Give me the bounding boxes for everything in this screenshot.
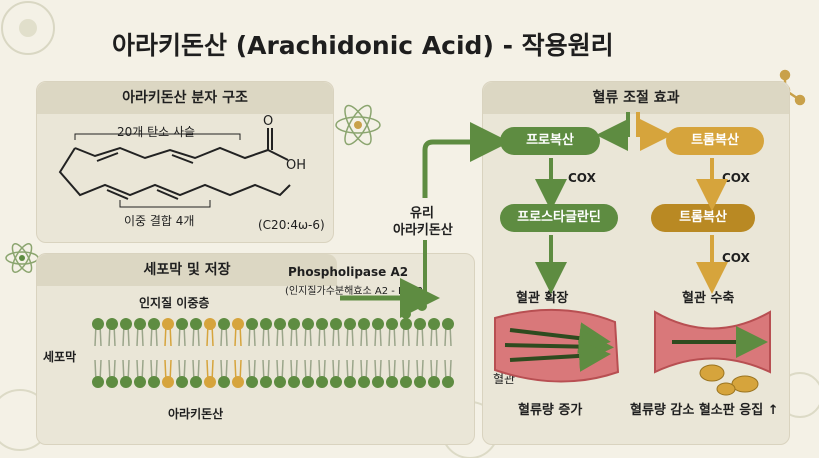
lipid-head [260, 318, 272, 330]
stored-aa-label: 아라키돈산 [168, 407, 224, 421]
lipid-head [302, 376, 314, 388]
lipid-head [414, 318, 426, 330]
lipid-head [148, 376, 160, 388]
lipid-head [134, 318, 146, 330]
left-effect-label: 혈관 확장 [516, 291, 569, 306]
lipid-head [246, 376, 258, 388]
enzyme-detail: (인지질가수분해효소 A2 - PLA2) [285, 286, 427, 297]
lipid-head [260, 376, 272, 388]
atom-icon-left [5, 243, 39, 273]
lipid-head [176, 376, 188, 388]
lipid-head [358, 318, 370, 330]
lipid-head [92, 376, 104, 388]
lipid-head [386, 318, 398, 330]
right-cox-label-1: COX [722, 171, 750, 185]
lipid-head [372, 376, 384, 388]
lipid-head [162, 376, 174, 388]
lipid-head [274, 376, 286, 388]
lipid-head [106, 376, 118, 388]
lipid-head [218, 318, 230, 330]
right-result-label: 혈류량 감소 혈소판 응집 ↑ [630, 403, 779, 418]
bilayer-label: 인지질 이중층 [139, 296, 210, 310]
lipid-head [302, 318, 314, 330]
lipid-head [120, 376, 132, 388]
lipid-head [428, 376, 440, 388]
atom-oh-label: OH [286, 158, 307, 173]
effects-panel-heading: 혈류 조절 효과 [483, 82, 789, 114]
vessel-label: 혈관 [493, 372, 516, 386]
free-aa-line1: 유리 [410, 206, 434, 221]
dilated-vessel [494, 308, 620, 383]
lipid-head [358, 376, 370, 388]
lipid-head [246, 318, 258, 330]
right-cox-label-2: COX [722, 251, 750, 265]
lipid-head [386, 376, 398, 388]
lipid-head [442, 318, 454, 330]
lipid-head [344, 318, 356, 330]
lipid-head [400, 376, 412, 388]
lipid-head [372, 318, 384, 330]
structure-panel: 아라키돈산 분자 구조 [36, 81, 334, 243]
left-result-label: 혈류량 증가 [518, 403, 583, 418]
lipid-head [442, 376, 454, 388]
lipid-head [120, 318, 132, 330]
lipid-head [274, 318, 286, 330]
lipid-head [330, 376, 342, 388]
cell-decoration-top-left [1, 1, 55, 55]
left-top-pill: 프로복산 [500, 127, 600, 155]
lipid-head [316, 376, 328, 388]
lipid-head [400, 318, 412, 330]
formula-label: (C20:4ω-6) [258, 218, 325, 232]
platelet-icons [699, 364, 759, 396]
lipid-head [190, 376, 202, 388]
lipid-head [148, 318, 160, 330]
lipid-head [330, 318, 342, 330]
lipid-head [232, 376, 244, 388]
lipid-head [106, 318, 118, 330]
lipid-head [288, 318, 300, 330]
membrane-side-label: 세포막 [43, 350, 77, 364]
lipid-head [176, 318, 188, 330]
lipid-head [288, 376, 300, 388]
right-top-pill: 트롬복산 [666, 127, 764, 155]
lipid-head [344, 376, 356, 388]
lipid-head [162, 318, 174, 330]
constricted-vessel [654, 310, 771, 374]
lipid-head [232, 318, 244, 330]
lipid-head [190, 318, 202, 330]
left-cox-label: COX [568, 171, 596, 185]
right-effect-label: 혈관 수축 [682, 291, 735, 306]
enzyme-name: Phospholipase A2 [288, 265, 409, 279]
membrane-panel-heading: 세포막 및 저장 [37, 254, 337, 286]
lipid-head [428, 318, 440, 330]
lipid-head [316, 318, 328, 330]
page-title: 아라키돈산 (Arachidonic Acid) - 작용원리 [112, 31, 614, 60]
lipid-head [134, 376, 146, 388]
lipid-head [92, 318, 104, 330]
lipid-head [204, 318, 216, 330]
structure-panel-heading: 아라키돈산 분자 구조 [37, 82, 333, 114]
arrow-free-aa-up [422, 122, 510, 198]
lipid-head [218, 376, 230, 388]
carbon-chain-label: 20개 탄소 사슬 [117, 125, 196, 139]
atom-o-label: O [263, 114, 274, 129]
free-aa-line2: 아라키돈산 [393, 223, 453, 238]
double-bonds-label: 이중 결합 4개 [124, 214, 195, 228]
lipid-head [414, 376, 426, 388]
lipid-head [204, 376, 216, 388]
